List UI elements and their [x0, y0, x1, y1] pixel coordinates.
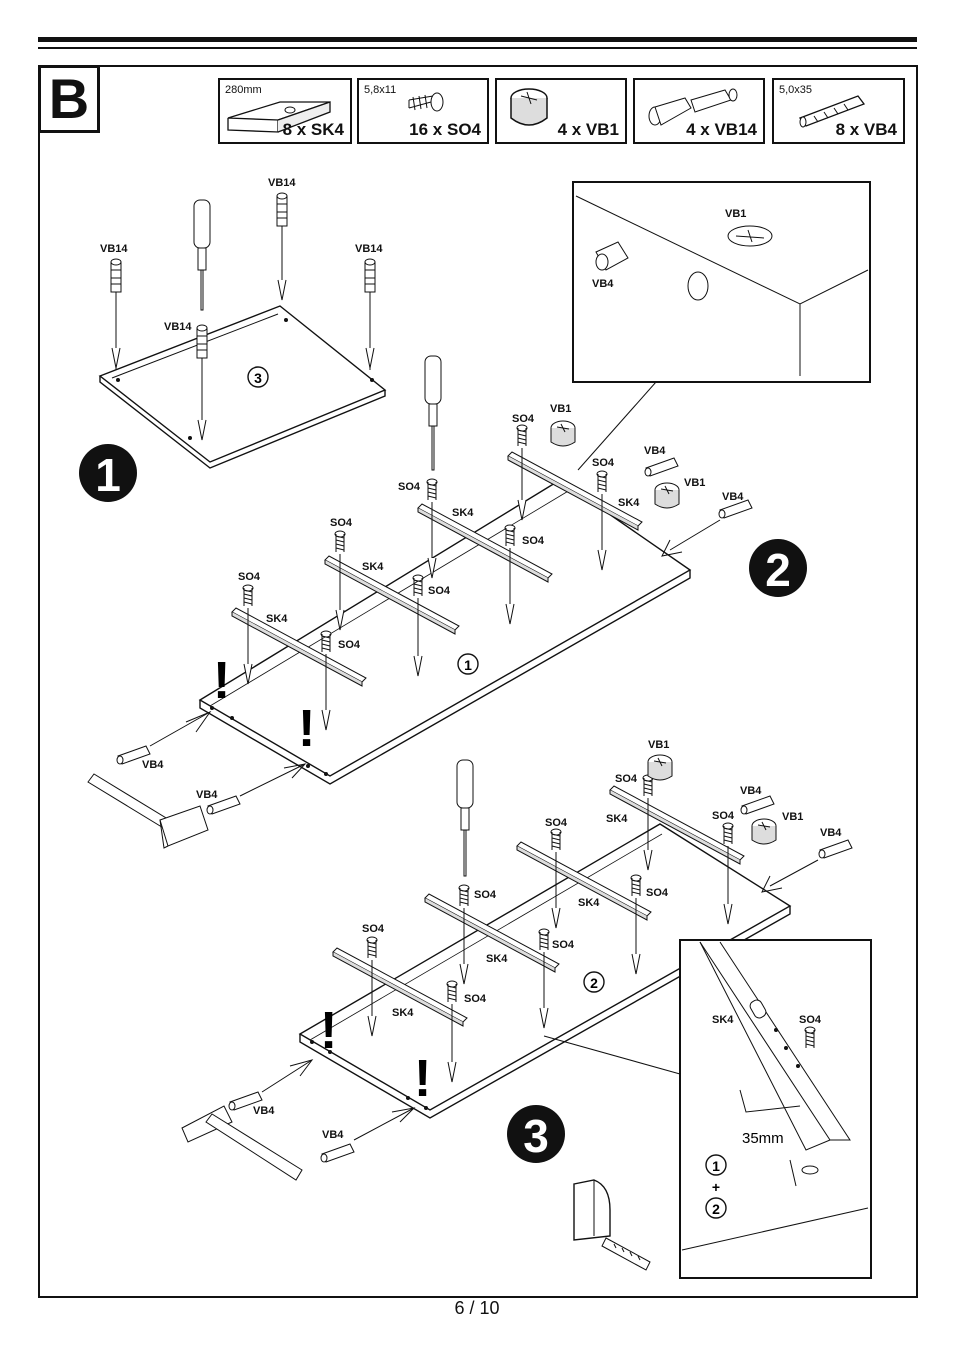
rail-icon — [227, 101, 331, 133]
so4-label: SO4 — [464, 993, 487, 1005]
warning-mark: ! — [320, 1002, 337, 1060]
part-box-sk4: 280mm 8 x SK4 — [218, 78, 352, 144]
board-number-3 — [247, 366, 269, 388]
cam-lock-icon — [510, 88, 548, 126]
sk4-label: SK4 — [618, 497, 640, 509]
so4-label: SO4 — [512, 413, 535, 425]
vb4-label: VB4 — [722, 491, 744, 503]
so4-label: SO4 — [238, 571, 261, 583]
vb4-label: VB4 — [196, 789, 218, 801]
board-number-1 — [457, 653, 479, 675]
warning-mark: ! — [213, 652, 230, 710]
vb4-label: VB4 — [142, 759, 164, 771]
so4-label: SO4 — [428, 585, 451, 597]
part-qty: 4 x VB14 — [686, 120, 757, 139]
vb4-label: VB4 — [644, 445, 666, 457]
so4-label: SO4 — [799, 1014, 822, 1026]
header-thin-rule — [38, 47, 917, 49]
step-1-screwdriver — [193, 199, 211, 311]
sk4-label: SK4 — [712, 1014, 734, 1026]
so4-label: SO4 — [362, 923, 385, 935]
svg-text:2: 2 — [712, 1201, 720, 1217]
svg-text:2: 2 — [765, 544, 791, 596]
so4-label: SO4 — [522, 535, 545, 547]
vb14-label: VB14 — [268, 177, 296, 189]
svg-text:1: 1 — [464, 657, 472, 673]
sk4-label: SK4 — [452, 507, 474, 519]
svg-text:1: 1 — [712, 1158, 720, 1174]
part-qty: 4 x VB1 — [557, 120, 619, 139]
screw-icon — [408, 92, 444, 112]
hammer-icon — [87, 773, 209, 849]
hammer-icon — [181, 1105, 303, 1181]
vb4-label: VB4 — [592, 278, 614, 290]
part-qty: 8 x SK4 — [282, 120, 344, 139]
part-box-vb4: 5,0x35 8 x VB4 — [772, 78, 905, 144]
tape-measure-icon — [573, 1179, 651, 1271]
sk4-label: SK4 — [486, 953, 508, 965]
board-ref-2 — [705, 1197, 727, 1219]
cam-bolt-icon — [648, 88, 738, 126]
svg-text:1: 1 — [95, 449, 121, 501]
vb14-label: VB14 — [164, 321, 192, 333]
warning-mark: ! — [298, 700, 315, 758]
vb4-label: VB4 — [740, 785, 762, 797]
instruction-frame — [38, 65, 918, 1298]
svg-text:3: 3 — [254, 370, 262, 386]
warning-mark: ! — [414, 1050, 431, 1108]
sk4-label: SK4 — [266, 613, 288, 625]
vb4-label: VB4 — [322, 1129, 344, 1141]
so4-label: SO4 — [330, 517, 353, 529]
vb1-label: VB1 — [725, 208, 746, 220]
plus-sign: + — [712, 1179, 720, 1195]
so4-label: SO4 — [615, 773, 638, 785]
part-box-so4: 5,8x11 16 x SO4 — [357, 78, 489, 144]
measure-label: 35mm — [742, 1130, 784, 1147]
detail-inset-rail — [679, 939, 872, 1279]
so4-label: SO4 — [712, 810, 735, 822]
so4-label: SO4 — [646, 887, 669, 899]
vb4-label: VB4 — [253, 1105, 275, 1117]
sk4-label: SK4 — [606, 813, 628, 825]
detail-inset-cam — [572, 181, 871, 383]
section-letter: B — [38, 65, 100, 133]
part-qty: 8 x VB4 — [835, 120, 897, 139]
vb1-label: VB1 — [782, 811, 803, 823]
step-1-board — [98, 305, 387, 469]
step-1-badge — [79, 444, 137, 502]
svg-text:2: 2 — [590, 975, 598, 991]
vb1-label: VB1 — [550, 403, 571, 415]
dowel-icon — [798, 95, 866, 128]
board-number-2 — [583, 971, 605, 993]
header-thick-rule — [38, 37, 917, 42]
vb4-label: VB4 — [820, 827, 842, 839]
part-box-vb14: 4 x VB14 — [633, 78, 765, 144]
so4-label: SO4 — [338, 639, 361, 651]
sk4-label: SK4 — [362, 561, 384, 573]
step-2-badge — [749, 539, 807, 597]
page-number: 6 / 10 — [454, 1298, 500, 1318]
board-ref-1 — [705, 1154, 727, 1176]
so4-label: SO4 — [552, 939, 575, 951]
part-qty: 16 x SO4 — [409, 120, 481, 139]
so4-label: SO4 — [474, 889, 497, 901]
svg-text:3: 3 — [523, 1110, 549, 1162]
vb14-label: VB14 — [100, 243, 128, 255]
part-box-vb1: 4 x VB1 — [495, 78, 627, 144]
vb1-label: VB1 — [648, 739, 669, 751]
sk4-label: SK4 — [578, 897, 600, 909]
vb14-label: VB14 — [355, 243, 383, 255]
so4-label: SO4 — [398, 481, 421, 493]
so4-label: SO4 — [592, 457, 615, 469]
vb1-label: VB1 — [684, 477, 705, 489]
step-3-screwdriver — [456, 759, 474, 877]
sk4-label: SK4 — [392, 1007, 414, 1019]
step-2-screwdriver — [424, 355, 442, 471]
step-3-badge — [507, 1105, 565, 1163]
so4-label: SO4 — [545, 817, 568, 829]
